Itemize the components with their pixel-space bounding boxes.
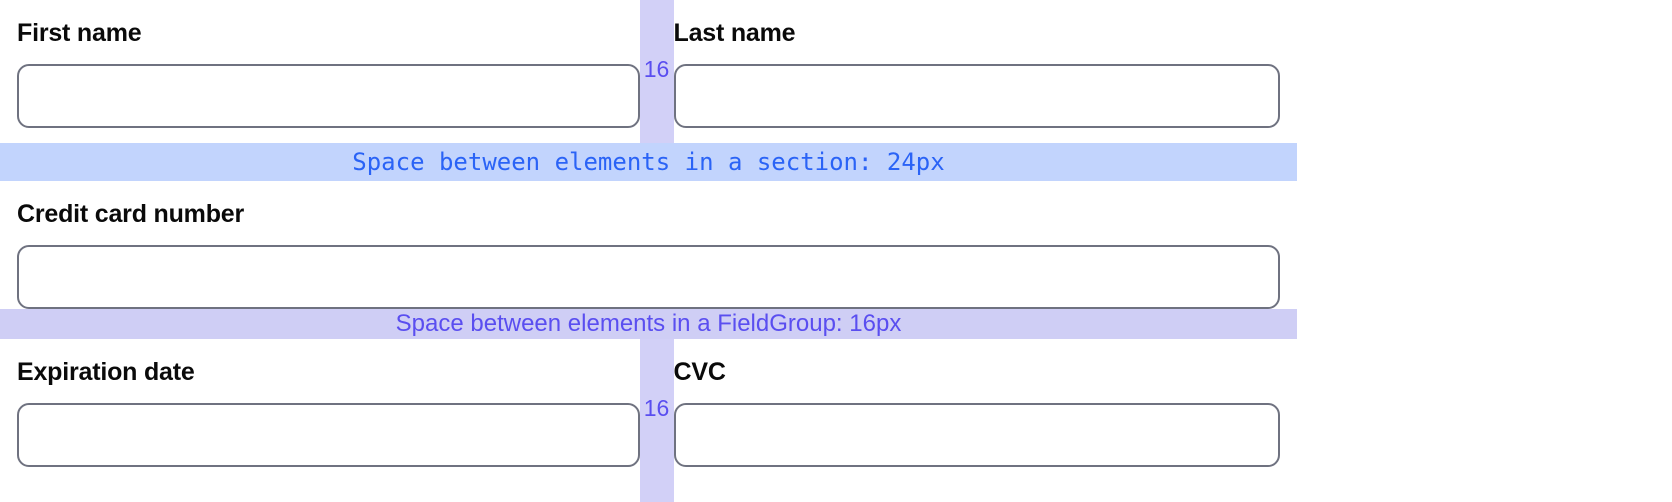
field-wrap-last-name — [673, 64, 1298, 128]
last-name-input[interactable] — [673, 64, 1280, 128]
annotation-band-section-spacing: Space between elements in a section: 24p… — [0, 143, 1297, 181]
field-wrap-credit-card-number — [0, 245, 1297, 309]
field-group-credit-card-number: Credit card number — [0, 181, 1297, 309]
first-name-input[interactable] — [17, 64, 640, 128]
label-first-name: First name — [17, 19, 142, 47]
field-wrap-cvc — [673, 403, 1298, 467]
label-cvc: CVC — [673, 358, 726, 386]
field-group-last-name: Last name — [673, 0, 1298, 143]
form-content: First name 16 Last name Space between el… — [0, 0, 1297, 502]
field-group-first-name: First name — [0, 0, 640, 143]
label-last-name: Last name — [673, 19, 796, 47]
row-credit-card-number: Credit card number — [0, 181, 1297, 309]
gap-strip-exp-cvc-row: 16 — [639, 339, 674, 502]
gap-strip-name-row: 16 — [639, 0, 674, 143]
field-group-cvc: CVC — [673, 339, 1298, 502]
field-wrap-first-name — [0, 64, 640, 128]
row-expiration-cvc: Expiration date 16 CVC — [0, 339, 1297, 502]
label-credit-card-number: Credit card number — [17, 200, 245, 228]
row-first-last-name: First name 16 Last name — [0, 0, 1297, 143]
annotation-band-fieldgroup-spacing: Space between elements in a FieldGroup: … — [0, 309, 1297, 339]
cvc-input[interactable] — [673, 403, 1280, 467]
gap-strip-exp-cvc-row-value: 16 — [643, 395, 670, 421]
gap-strip-name-row-value: 16 — [643, 56, 670, 82]
field-group-expiration-date: Expiration date — [0, 339, 640, 502]
label-expiration-date: Expiration date — [17, 358, 195, 386]
credit-card-number-input[interactable] — [17, 245, 1280, 309]
expiration-date-input[interactable] — [17, 403, 640, 467]
field-wrap-expiration-date — [0, 403, 640, 467]
